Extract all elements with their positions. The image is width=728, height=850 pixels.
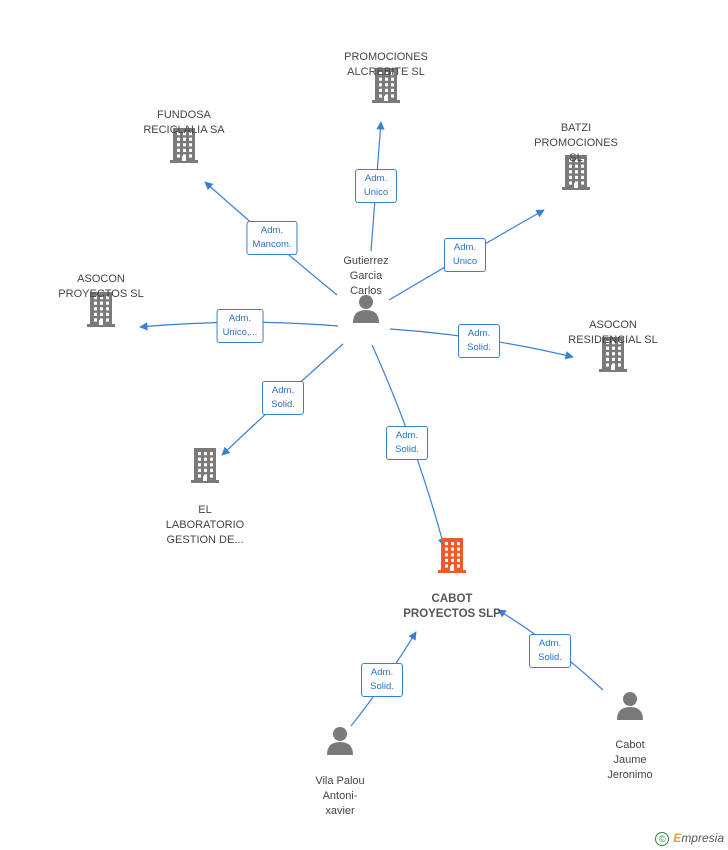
building-icon-batzi[interactable] bbox=[560, 154, 592, 195]
node-label-promociones[interactable]: PROMOCIONES ALCREBITE SL bbox=[344, 51, 428, 78]
node-label-cabot-proy[interactable]: CABOT PROYECTOS SLP bbox=[403, 593, 501, 620]
relation-badge-gutierrez-to-cabot-proy[interactable]: Adm. Solid. bbox=[386, 426, 428, 460]
building-icon-asocon-res[interactable] bbox=[597, 336, 629, 377]
node-label-vila[interactable]: Vila Palou Antoni- xavier bbox=[315, 775, 365, 817]
person-icon-gutierrez[interactable] bbox=[351, 293, 381, 328]
building-icon-promociones[interactable] bbox=[370, 67, 402, 108]
node-label-laboratorio[interactable]: EL LABORATORIO GESTION DE... bbox=[165, 504, 245, 546]
node-label-batzi[interactable]: BATZI PROMOCIONES SL bbox=[534, 122, 618, 164]
node-label-asocon-proy[interactable]: ASOCON PROYECTOS SL bbox=[58, 273, 144, 300]
person-icon-cabot-jaume[interactable] bbox=[615, 690, 645, 725]
relation-badge-cabot-jaume-to-cabot-proy[interactable]: Adm. Solid. bbox=[529, 634, 571, 668]
building-icon-fundosa[interactable] bbox=[168, 127, 200, 168]
relation-badge-gutierrez-to-asocon-proy[interactable]: Adm. Unico,... bbox=[216, 309, 264, 343]
node-label-asocon-res[interactable]: ASOCON RESIDENCIAL SL bbox=[568, 319, 658, 346]
node-label-cabot-jaume[interactable]: Cabot Jaume Jeronimo bbox=[607, 739, 653, 781]
relation-badge-vila-to-cabot-proy[interactable]: Adm. Solid. bbox=[361, 663, 403, 697]
node-label-gutierrez[interactable]: Gutierrez Garcia Carlos bbox=[343, 255, 389, 297]
relation-badge-gutierrez-to-asocon-res[interactable]: Adm. Solid. bbox=[458, 324, 500, 358]
relation-badge-gutierrez-to-promociones[interactable]: Adm. Unico bbox=[355, 169, 397, 203]
building-icon-laboratorio[interactable] bbox=[189, 447, 221, 488]
building-icon-cabot-proy[interactable] bbox=[436, 537, 468, 578]
node-label-fundosa[interactable]: FUNDOSA RECICLALIA SA bbox=[143, 109, 225, 136]
copyright-icon: © bbox=[655, 832, 670, 846]
building-icon-asocon-proy[interactable] bbox=[85, 291, 117, 332]
person-icon-vila[interactable] bbox=[325, 725, 355, 760]
relation-badge-gutierrez-to-fundosa[interactable]: Adm. Mancom. bbox=[246, 221, 298, 255]
brand-logo[interactable]: Empresia bbox=[673, 831, 724, 845]
relation-badge-gutierrez-to-laboratorio[interactable]: Adm. Solid. bbox=[262, 381, 304, 415]
relation-badge-gutierrez-to-batzi[interactable]: Adm. Unico bbox=[444, 238, 486, 272]
footer-brand: ©Empresia bbox=[655, 831, 724, 846]
